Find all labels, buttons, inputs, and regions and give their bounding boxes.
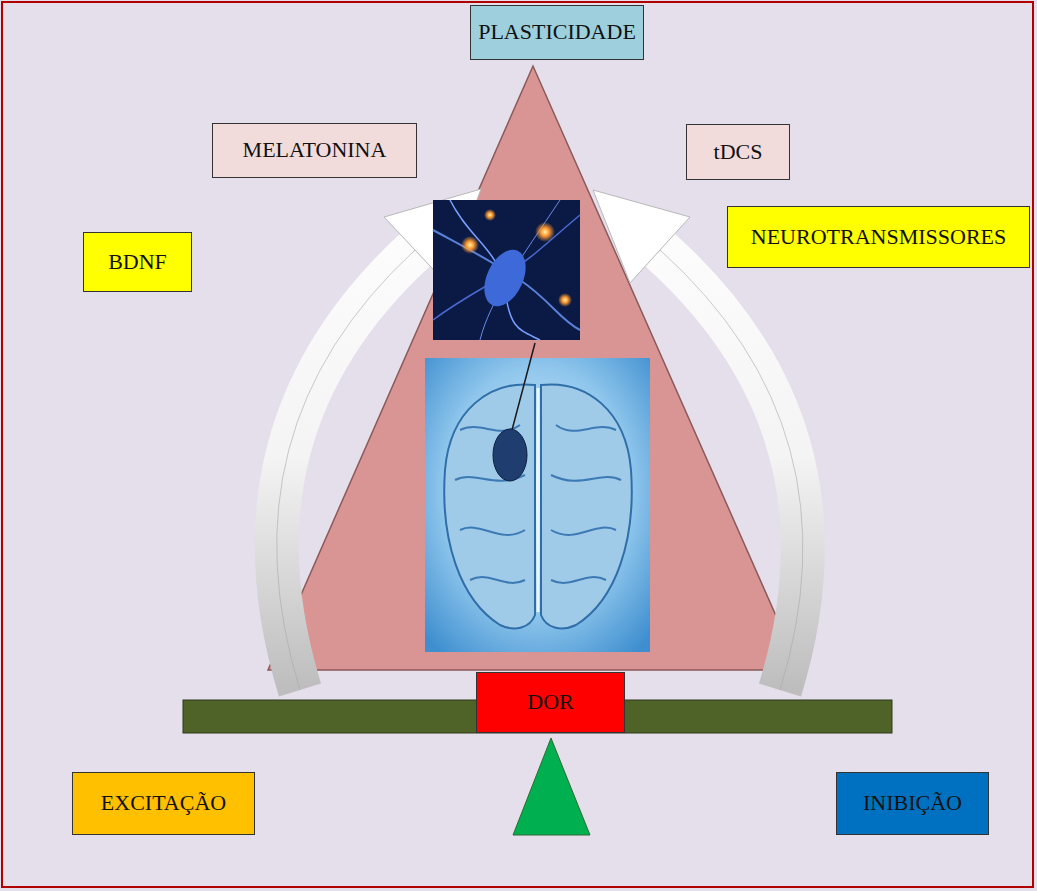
factor-box: MELATONINA — [212, 123, 417, 178]
curved-arrow — [660, 250, 803, 690]
box-label: NEUROTRANSMISSORES — [751, 225, 1007, 249]
concept-box: PLASTICIDADE — [470, 5, 644, 60]
factor-box: NEUROTRANSMISSORES — [727, 206, 1030, 268]
balance-side-box: EXCITAÇÃO — [72, 772, 255, 835]
box-label: MELATONINA — [243, 138, 387, 162]
arrow-head — [593, 190, 690, 283]
factor-box: BDNF — [83, 232, 192, 292]
box-label: EXCITAÇÃO — [101, 791, 226, 815]
brain-picture — [425, 343, 650, 652]
box-label: BDNF — [108, 250, 167, 274]
balance-side-box: INIBIÇÃO — [836, 772, 989, 835]
box-label: INIBIÇÃO — [863, 791, 962, 815]
box-label: tDCS — [714, 140, 763, 164]
fulcrum — [513, 738, 590, 835]
box-label: DOR — [527, 690, 573, 714]
pain-box: DOR — [476, 672, 625, 733]
neuron-picture — [433, 200, 580, 340]
curved-arrow — [277, 250, 415, 690]
factor-box: tDCS — [686, 124, 790, 180]
box-label: PLASTICIDADE — [478, 20, 636, 44]
